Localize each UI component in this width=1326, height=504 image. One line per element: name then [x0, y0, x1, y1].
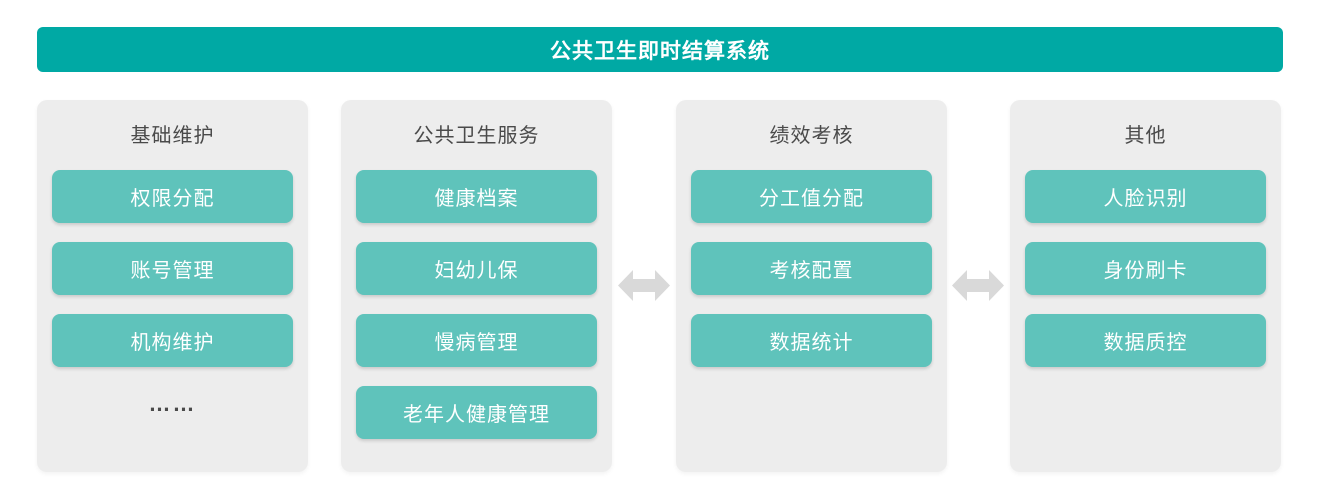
panel-basic-maintenance-title: 基础维护: [130, 125, 215, 147]
panel-performance-assessment: 绩效考核 分工值分配 考核配置 数据统计: [676, 100, 947, 472]
module-chip-assessment-configuration[interactable]: 考核配置: [691, 242, 932, 295]
panel-other-title: 其他: [1124, 125, 1167, 147]
panel-basic-maintenance: 基础维护 权限分配 账号管理 机构维护 ……: [37, 100, 308, 472]
double-arrow-icon: [618, 267, 670, 304]
module-chip-account-management[interactable]: 账号管理: [52, 242, 293, 295]
module-chip-work-value-allocation[interactable]: 分工值分配: [691, 170, 932, 223]
more-items-ellipsis: ……: [148, 391, 197, 416]
module-chip-id-card-swipe[interactable]: 身份刷卡: [1025, 242, 1266, 295]
module-chip-health-records[interactable]: 健康档案: [356, 170, 597, 223]
module-chip-permission-assignment[interactable]: 权限分配: [52, 170, 293, 223]
module-chip-data-statistics[interactable]: 数据统计: [691, 314, 932, 367]
module-chip-face-recognition[interactable]: 人脸识别: [1025, 170, 1266, 223]
panel-public-health-services-title: 公共卫生服务: [413, 125, 540, 147]
module-chip-organization-maintenance[interactable]: 机构维护: [52, 314, 293, 367]
module-chip-data-quality-control[interactable]: 数据质控: [1025, 314, 1266, 367]
panel-performance-assessment-title: 绩效考核: [769, 125, 854, 147]
module-chip-elderly-health-management[interactable]: 老年人健康管理: [356, 386, 597, 439]
module-chip-maternal-child-care[interactable]: 妇幼儿保: [356, 242, 597, 295]
panel-public-health-services: 公共卫生服务 健康档案 妇幼儿保 慢病管理 老年人健康管理: [341, 100, 612, 472]
module-chip-chronic-disease-management[interactable]: 慢病管理: [356, 314, 597, 367]
panel-other: 其他 人脸识别 身份刷卡 数据质控: [1010, 100, 1281, 472]
system-title: 公共卫生即时结算系统: [550, 39, 770, 63]
system-title-banner: 公共卫生即时结算系统: [37, 27, 1283, 72]
double-arrow-icon: [952, 267, 1004, 304]
